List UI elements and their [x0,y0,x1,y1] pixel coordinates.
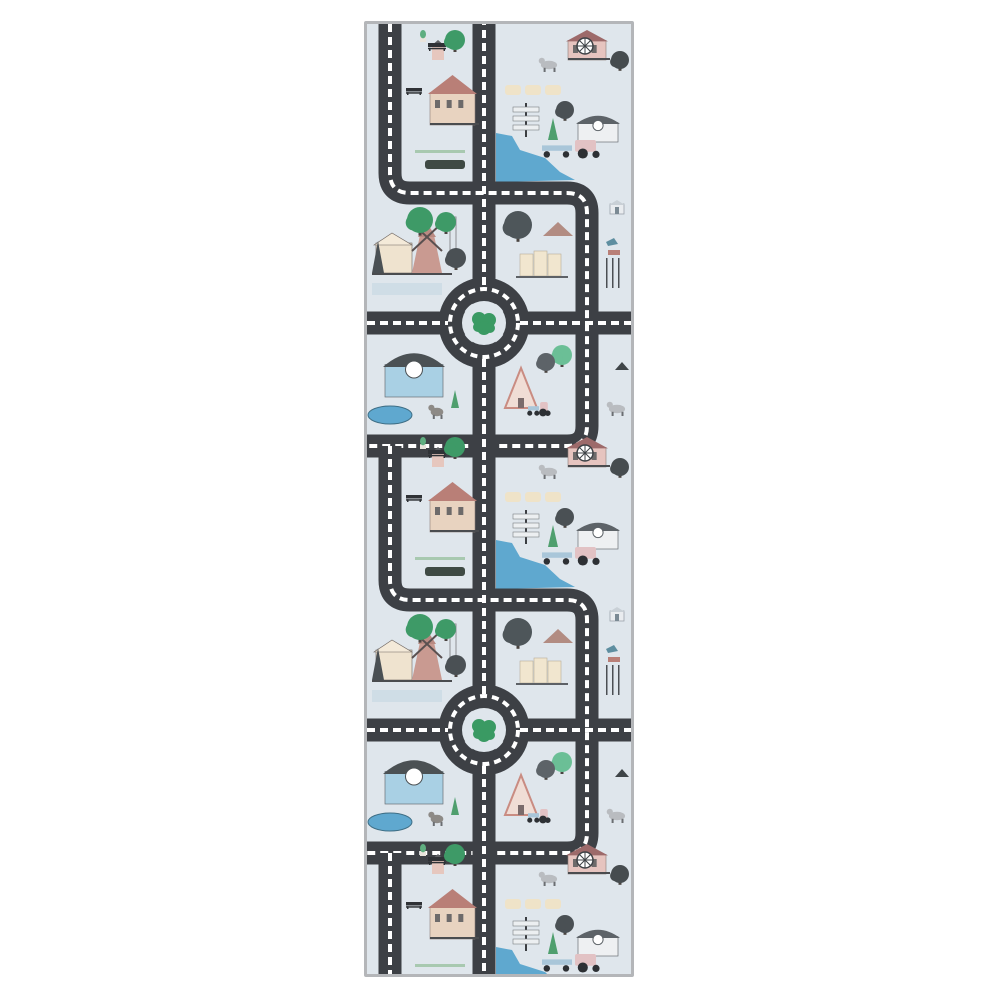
pink-tractor-icon [542,547,600,566]
water-wheel-icon [576,444,594,462]
tree-dark-3-icon [445,655,466,677]
pink-cottage-icon [428,482,479,533]
roundabout-dashes [448,694,520,766]
donkey-icon [538,57,558,72]
pine-green-icon [548,118,558,140]
hay-bales-icon [505,899,561,909]
a-frame-house-icon [503,365,539,409]
tree-dark-2-icon [555,101,574,121]
beehives-icon [516,250,568,278]
potted-plant-icon [420,437,426,449]
white-barn-icon [576,522,620,550]
firewood-pile-icon [543,222,573,236]
tree-dark-2-icon [555,508,574,528]
tree-dark-3-icon [445,248,466,270]
blue-barn-icon [383,353,445,398]
island-bush-icon [472,719,496,742]
roundabout-dashes [448,287,520,359]
signpost-icon [512,103,540,137]
river-icon [496,947,548,974]
signpost-icon [512,917,540,951]
potted-plant-icon [420,844,426,856]
small-shed-icon [609,200,625,215]
hedge-row-icon [415,557,465,576]
pine-small-icon [451,390,459,408]
river-icon [496,133,575,182]
tree-green-3-icon [435,212,456,234]
rug-pattern [367,24,631,974]
tree-green-icon [444,437,465,459]
island-bush-icon [472,312,496,335]
tree-dark-icon [610,51,629,71]
water-wheel-icon [576,851,594,869]
small-tractor-icon [527,809,551,824]
donkey-2-icon [606,401,626,416]
bench-2-icon [406,902,422,909]
tree-dark-2-icon [555,915,574,935]
bench-2-icon [406,88,422,95]
pine-green-icon [548,932,558,954]
hay-bales-icon [505,492,561,502]
tree-dark-4-icon [536,760,555,780]
bench-icon [428,43,446,51]
blue-barn-icon [383,760,445,805]
road-tile-3 [378,833,629,974]
small-shed-icon [609,607,625,622]
small-tractor-icon [527,402,551,417]
tree-dark-icon [610,458,629,478]
tree-green-2-icon [405,614,433,643]
bench-icon [428,450,446,458]
river-icon [496,540,575,589]
windmill-farm-icon [372,216,457,295]
signpost-icon [512,510,540,544]
hedge-row-icon [415,150,465,169]
water-wheel-icon [576,37,594,55]
potted-plant-icon [420,30,426,42]
beehives-icon [516,657,568,685]
rooster-icon [428,811,444,826]
pond-icon [367,405,413,425]
pine-green-icon [548,525,558,547]
tree-green-icon [444,844,465,866]
tree-dark-4-icon [536,353,555,373]
donkey-icon [538,871,558,886]
pine-small-icon [451,797,459,815]
bench-icon [428,857,446,865]
coal-pile-icon [615,769,629,777]
tree-green-2-icon [405,207,433,236]
tree-dark-icon [610,865,629,885]
big-tree-dark-icon [502,618,532,649]
white-barn-icon [576,929,620,957]
pink-cottage-icon [428,75,479,126]
hay-bales-icon [505,85,561,95]
coal-pile-icon [615,362,629,370]
big-tree-dark-icon [502,211,532,242]
rooster-icon [428,404,444,419]
a-frame-house-icon [503,772,539,816]
donkey-2-icon [606,808,626,823]
pink-tractor-icon [542,954,600,973]
pond-icon [367,812,413,832]
garden-tools-icon [606,645,620,695]
tree-green-3-icon [435,619,456,641]
bench-2-icon [406,495,422,502]
firewood-pile-icon [543,629,573,643]
garden-tools-icon [606,238,620,288]
pink-cottage-icon [428,889,479,940]
white-barn-icon [576,115,620,143]
donkey-icon [538,464,558,479]
tree-green-icon [444,30,465,52]
pink-tractor-icon [542,140,600,159]
hedge-row-icon [415,964,465,967]
